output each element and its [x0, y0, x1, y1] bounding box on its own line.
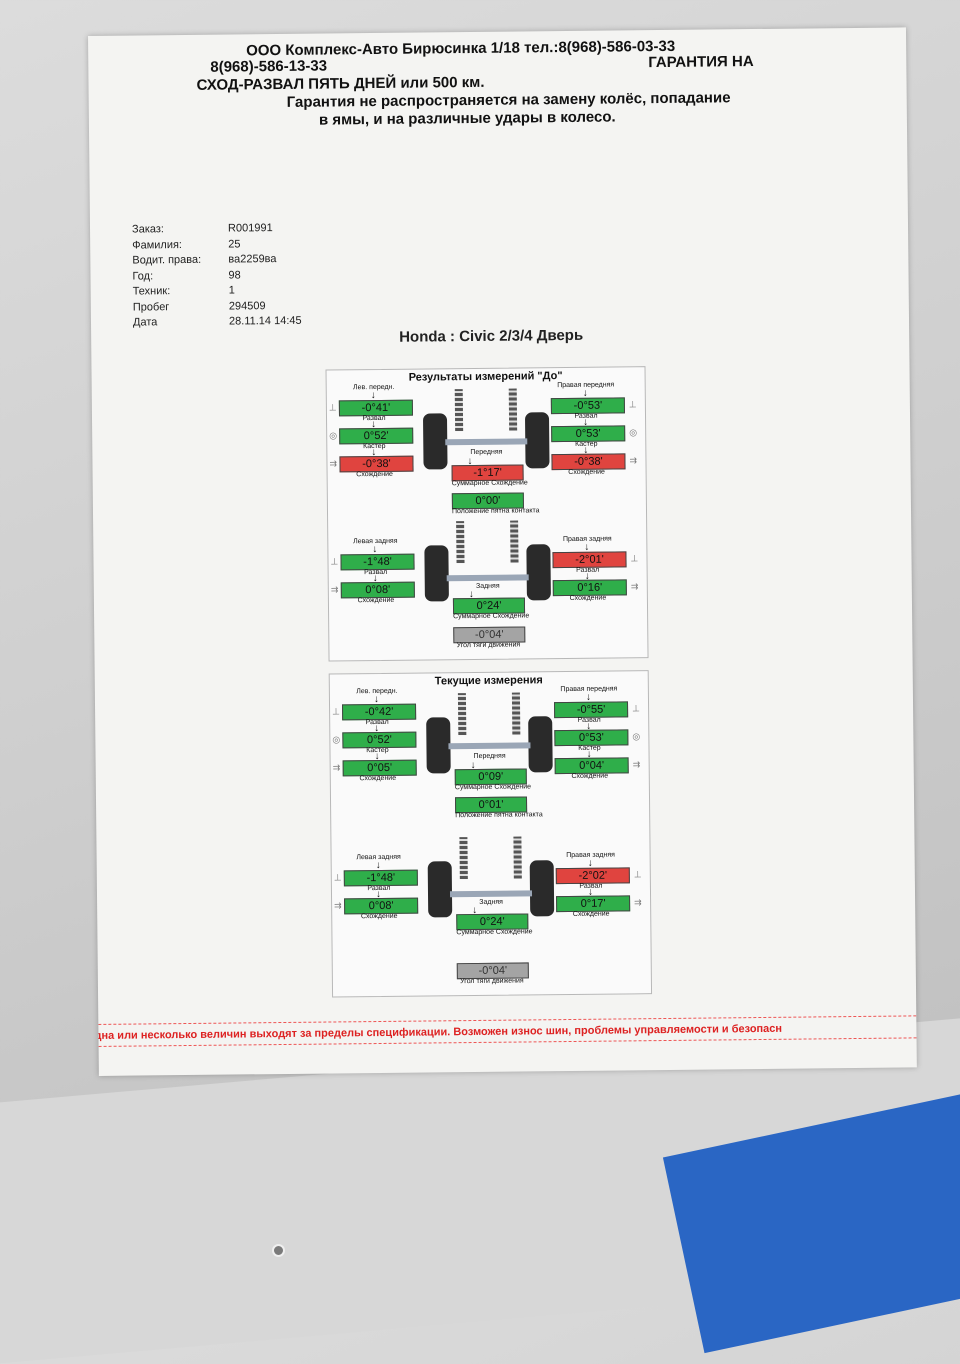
info-value: R001991	[227, 222, 273, 235]
info-value: 1	[228, 284, 235, 297]
info-key: Заказ:	[131, 223, 165, 236]
wheel-position-label: Положение пятна контакта	[451, 507, 540, 516]
header-line-2-right: ГАРАНТИЯ НА	[648, 53, 754, 72]
rear-total-label: Суммарное Схождение	[453, 612, 530, 621]
info-key: Фамилия:	[132, 238, 183, 252]
info-row: Фамилия: 25	[132, 237, 301, 254]
info-row: Техник: 1	[133, 284, 302, 301]
front-axle-label: Передняя	[473, 752, 506, 761]
thrust-label: Угол тяги движения	[456, 641, 521, 650]
info-row: Заказ: R001991	[132, 222, 301, 239]
rear-total-label: Суммарное Схождение	[456, 928, 533, 937]
toe-icon: ⇉	[330, 584, 339, 595]
header-line-4: Гарантия не распространяется на замену к…	[286, 89, 731, 111]
info-key: Год:	[132, 269, 154, 283]
camber-icon: ⊥	[328, 402, 337, 413]
rear-axle-arm-icon	[449, 890, 533, 898]
table-hole	[272, 1244, 285, 1257]
info-value: ва2259ва	[228, 253, 277, 266]
toe-label: Схождение	[571, 772, 609, 780]
camber-icon: ⊥	[628, 399, 637, 410]
rear-left-wheel-icon	[424, 545, 449, 602]
toe-icon: ⇉	[629, 455, 638, 466]
caster-icon: ◎	[329, 430, 338, 441]
rear-left-strut-icon	[456, 521, 465, 564]
front-axle-arm-icon	[448, 742, 531, 750]
rear-right-strut-icon	[513, 836, 522, 879]
toe-label: Схождение	[357, 596, 395, 605]
info-key: Дата	[132, 316, 158, 329]
rear-left-strut-icon	[459, 837, 468, 880]
info-row: Водит. права: ва2259ва	[132, 253, 301, 270]
order-info: Заказ: R001991 Фамилия: 25 Водит. права: ва…	[132, 222, 302, 332]
rear-axle-arm-icon	[446, 574, 529, 582]
front-right-strut-icon	[508, 388, 518, 431]
rear-right-strut-icon	[510, 520, 519, 563]
toe-label: Схождение	[572, 910, 610, 918]
front-axle-label: Передняя	[470, 448, 503, 457]
rear-right-wheel-icon	[526, 544, 551, 601]
caster-icon: ◎	[332, 734, 341, 745]
footer-top-border	[98, 1015, 917, 1025]
camber-icon: ⊥	[333, 872, 342, 883]
toe-label: Схождение	[360, 912, 398, 921]
front-right-wheel-icon	[528, 716, 553, 773]
front-left-strut-icon	[457, 693, 467, 736]
toe-label: Схождение	[359, 774, 397, 783]
rear-axle-label: Задняя	[475, 582, 500, 590]
front-left-strut-icon	[454, 389, 464, 432]
panel-before: Результаты измерений "До" Лев. передн. П…	[325, 366, 649, 662]
wheel-position-label: Положение пятна контакта	[455, 811, 543, 820]
caster-icon: ◎	[629, 427, 638, 438]
info-row: Год: 98	[132, 268, 301, 285]
front-axle-arm-icon	[445, 438, 528, 446]
toe-label: Схождение	[569, 594, 607, 602]
camber-icon: ⊥	[633, 869, 642, 880]
toe-icon: ⇉	[634, 897, 642, 908]
toe-label: Схождение	[356, 470, 393, 479]
header-line-3: СХОД-РАЗВАЛ ПЯТЬ ДНЕЙ или 500 км.	[196, 73, 485, 94]
toe-icon: ⇉	[329, 458, 338, 469]
toe-icon: ⇉	[334, 900, 342, 911]
info-value: 294509	[228, 299, 266, 313]
header-line-1: ООО Комплекс-Авто Бирюсинка 1/18 тел.:8(…	[246, 37, 676, 60]
info-row: Пробег 294509	[133, 299, 302, 316]
camber-icon: ⊥	[330, 556, 339, 567]
header-line-2-phone: 8(968)-586-13-33	[210, 57, 328, 76]
total-toe-label: Суммарное Схождение	[454, 783, 532, 792]
toe-icon: ⇉	[332, 762, 341, 773]
rear-left-wheel-icon	[427, 861, 453, 918]
info-value: 25	[228, 237, 241, 251]
info-value: 28.11.14 14:45	[228, 314, 302, 328]
panel-current: Текущие измерения Лев. передн. Правая пе…	[328, 670, 653, 998]
camber-icon: ⊥	[632, 703, 640, 714]
camber-icon: ⊥	[332, 706, 340, 717]
header-line-5: в ямы, и на различные удары в колесо.	[318, 108, 616, 129]
info-value: 98	[228, 268, 241, 282]
camber-icon: ⊥	[630, 553, 639, 564]
thrust-label: Угол тяги движения	[460, 977, 524, 986]
info-key: Водит. права:	[132, 253, 202, 267]
toe-icon: ⇉	[630, 581, 639, 592]
total-toe-label: Суммарное Схождение	[451, 479, 528, 488]
rear-axle-label: Задняя	[479, 898, 503, 906]
toe-label: Схождение	[568, 468, 605, 476]
front-left-wheel-icon	[422, 413, 448, 470]
front-left-wheel-icon	[426, 717, 451, 774]
printed-report: ООО Комплекс-Авто Бирюсинка 1/18 тел.:8(…	[88, 27, 917, 1076]
caster-icon: ◎	[632, 731, 641, 742]
front-right-wheel-icon	[524, 412, 550, 469]
toe-icon: ⇉	[632, 759, 641, 770]
info-key: Пробег	[132, 300, 170, 314]
front-right-strut-icon	[511, 692, 521, 735]
info-key: Техник:	[132, 285, 171, 298]
rear-right-wheel-icon	[529, 860, 555, 917]
